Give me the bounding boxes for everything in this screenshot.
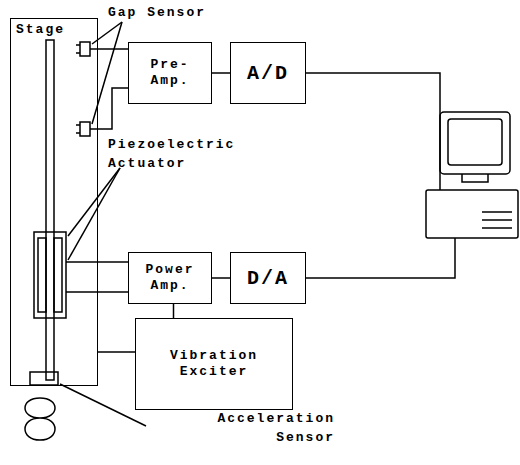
amplifier-box: Power Amp.: [128, 252, 212, 304]
gap-sensor: [76, 122, 90, 136]
part-label: Piezoelectric Actuator: [108, 136, 258, 174]
converter-box: D/A: [230, 252, 306, 304]
piezo-element: [54, 238, 62, 312]
leader-line: [68, 168, 120, 236]
box-label: Pre- Amp.: [129, 57, 211, 90]
wire: [90, 48, 128, 50]
stage-frame: Stage: [10, 18, 98, 386]
piezo-actuator: [34, 232, 66, 318]
leader-line: [68, 168, 120, 260]
rod: [46, 40, 54, 380]
box-label: Vibration Exciter: [136, 348, 292, 381]
leader-line: [92, 22, 122, 124]
box-label: Power Amp.: [129, 262, 211, 295]
part-label: Acceleration Sensor: [150, 410, 335, 448]
gap-sensor: [76, 42, 90, 56]
box-label: D/A: [247, 266, 289, 291]
amplifier-box: Pre- Amp.: [128, 42, 212, 104]
exciter-box: Vibration Exciter: [135, 318, 293, 410]
wire: [306, 238, 455, 278]
box-label: Stage: [11, 19, 97, 38]
signal-wire: [212, 278, 230, 279]
signal-wire: [98, 352, 135, 353]
box-label: A/D: [247, 61, 289, 86]
part-label: Gap Sensor: [108, 4, 268, 23]
signal-wire: [173, 304, 174, 318]
signal-wire: [212, 73, 230, 74]
converter-box: A/D: [230, 42, 306, 104]
piezo-element: [38, 238, 46, 312]
leader-line: [60, 384, 146, 426]
vibration-symbol: [25, 398, 55, 440]
wire: [66, 291, 128, 293]
wire: [66, 261, 128, 263]
wire: [306, 73, 440, 190]
computer-icon: [426, 112, 518, 238]
leader-line: [92, 22, 122, 44]
acceleration-sensor: [30, 372, 58, 385]
wire: [90, 88, 128, 129]
